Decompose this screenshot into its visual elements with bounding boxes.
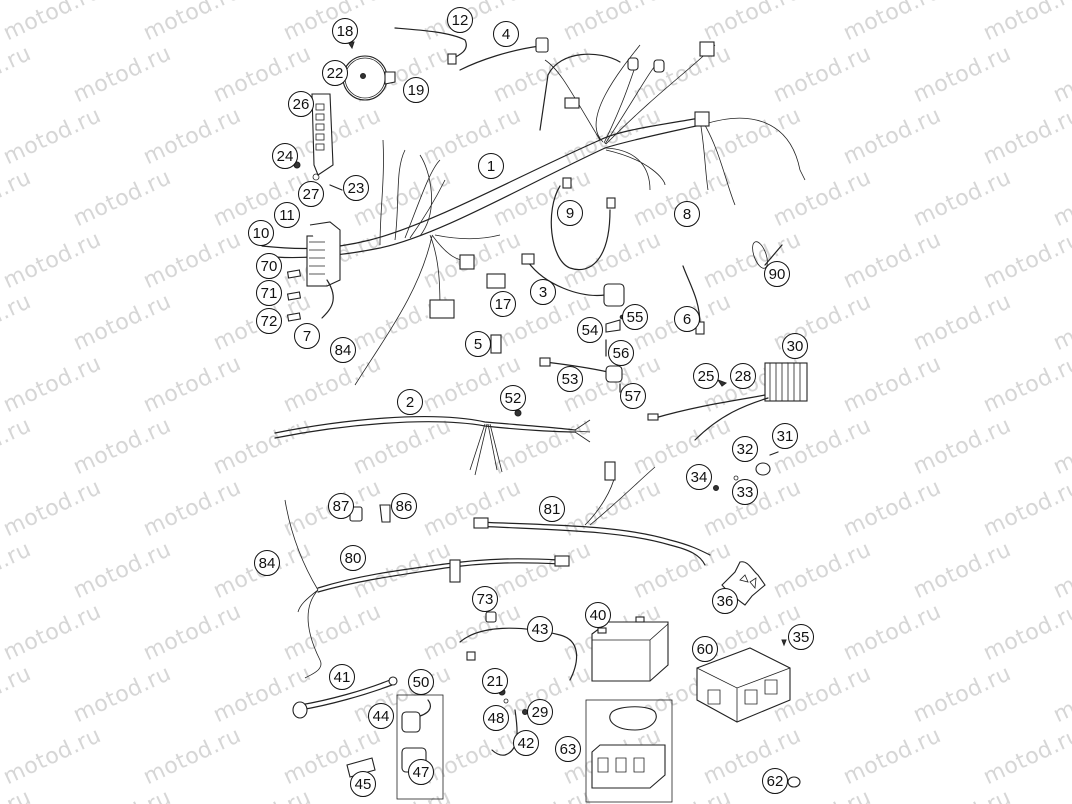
callout-62[interactable]: 62	[762, 768, 788, 794]
callout-6[interactable]: 6	[674, 306, 700, 332]
callout-23[interactable]: 23	[343, 175, 369, 201]
switch-53-part[interactable]	[539, 314, 625, 393]
callout-45[interactable]: 45	[350, 771, 376, 797]
callout-84[interactable]: 84	[330, 337, 356, 363]
horn-part[interactable]	[342, 41, 396, 101]
callout-80[interactable]: 80	[340, 545, 366, 571]
callout-41[interactable]: 41	[329, 664, 355, 690]
callout-11[interactable]: 11	[274, 202, 300, 228]
callout-18[interactable]: 18	[332, 18, 358, 44]
callout-63[interactable]: 63	[555, 736, 581, 762]
bracket-45-part[interactable]	[346, 757, 376, 778]
cable-41-part[interactable]	[292, 676, 398, 719]
harness-2-part[interactable]	[274, 409, 591, 476]
callout-17[interactable]: 17	[490, 291, 516, 317]
harness-80-part[interactable]	[284, 499, 570, 679]
clamp-32-part[interactable]	[713, 451, 779, 491]
battery-box-60-part[interactable]	[696, 639, 791, 723]
battery-40-part[interactable]	[591, 616, 669, 682]
switch-3-part[interactable]	[521, 253, 625, 307]
callout-4[interactable]: 4	[493, 21, 519, 47]
fuse-box-part[interactable]	[286, 221, 341, 322]
callout-10[interactable]: 10	[248, 220, 274, 246]
callout-55[interactable]: 55	[622, 304, 648, 330]
harness-81-part[interactable]	[473, 461, 711, 566]
callout-53[interactable]: 53	[557, 366, 583, 392]
callout-87[interactable]: 87	[328, 493, 354, 519]
callout-29[interactable]: 29	[527, 699, 553, 725]
callout-60[interactable]: 60	[692, 636, 718, 662]
callout-36[interactable]: 36	[712, 588, 738, 614]
harness-43-part[interactable]	[459, 611, 578, 681]
callout-28[interactable]: 28	[730, 363, 756, 389]
callout-73[interactable]: 73	[472, 586, 498, 612]
callout-40[interactable]: 40	[585, 602, 611, 628]
callout-44[interactable]: 44	[368, 703, 394, 729]
callout-72[interactable]: 72	[256, 308, 282, 334]
cable-4-part[interactable]	[459, 37, 549, 71]
callout-52[interactable]: 52	[500, 385, 526, 411]
callout-1[interactable]: 1	[478, 153, 504, 179]
callout-3[interactable]: 3	[530, 279, 556, 305]
callout-47[interactable]: 47	[408, 759, 434, 785]
connector-17-part[interactable]	[486, 273, 506, 289]
main-harness-part[interactable]	[261, 41, 806, 386]
callout-90[interactable]: 90	[764, 261, 790, 287]
callout-5[interactable]: 5	[465, 331, 491, 357]
cable-12-part[interactable]	[394, 27, 467, 65]
cap-62-part[interactable]	[787, 776, 801, 788]
callout-48[interactable]: 48	[483, 705, 509, 731]
callout-2[interactable]: 2	[397, 389, 423, 415]
callout-26[interactable]: 26	[288, 91, 314, 117]
callout-27[interactable]: 27	[298, 181, 324, 207]
callout-56[interactable]: 56	[608, 340, 634, 366]
callout-34[interactable]: 34	[686, 464, 712, 490]
callout-31[interactable]: 31	[772, 423, 798, 449]
callout-84[interactable]: 84	[254, 550, 280, 576]
callout-70[interactable]: 70	[256, 253, 282, 279]
callout-71[interactable]: 71	[256, 280, 282, 306]
callout-7[interactable]: 7	[294, 323, 320, 349]
callout-32[interactable]: 32	[732, 436, 758, 462]
callout-86[interactable]: 86	[391, 493, 417, 519]
callout-50[interactable]: 50	[408, 669, 434, 695]
callout-33[interactable]: 33	[732, 479, 758, 505]
callout-19[interactable]: 19	[403, 77, 429, 103]
callout-9[interactable]: 9	[557, 200, 583, 226]
callout-22[interactable]: 22	[322, 60, 348, 86]
callout-81[interactable]: 81	[539, 496, 565, 522]
callout-42[interactable]: 42	[513, 730, 539, 756]
callout-24[interactable]: 24	[272, 143, 298, 169]
callout-30[interactable]: 30	[782, 333, 808, 359]
cable-9-part[interactable]	[550, 177, 616, 271]
callout-21[interactable]: 21	[482, 668, 508, 694]
callout-57[interactable]: 57	[620, 383, 646, 409]
regulator-30-part[interactable]	[647, 362, 808, 441]
callout-35[interactable]: 35	[788, 624, 814, 650]
connector-5-part[interactable]	[490, 334, 502, 354]
bracket-part[interactable]	[293, 93, 343, 191]
callout-54[interactable]: 54	[577, 317, 603, 343]
callout-43[interactable]: 43	[527, 616, 553, 642]
callout-8[interactable]: 8	[674, 201, 700, 227]
battery-holder-63-part[interactable]	[585, 699, 673, 803]
callout-25[interactable]: 25	[693, 363, 719, 389]
callout-12[interactable]: 12	[447, 7, 473, 33]
